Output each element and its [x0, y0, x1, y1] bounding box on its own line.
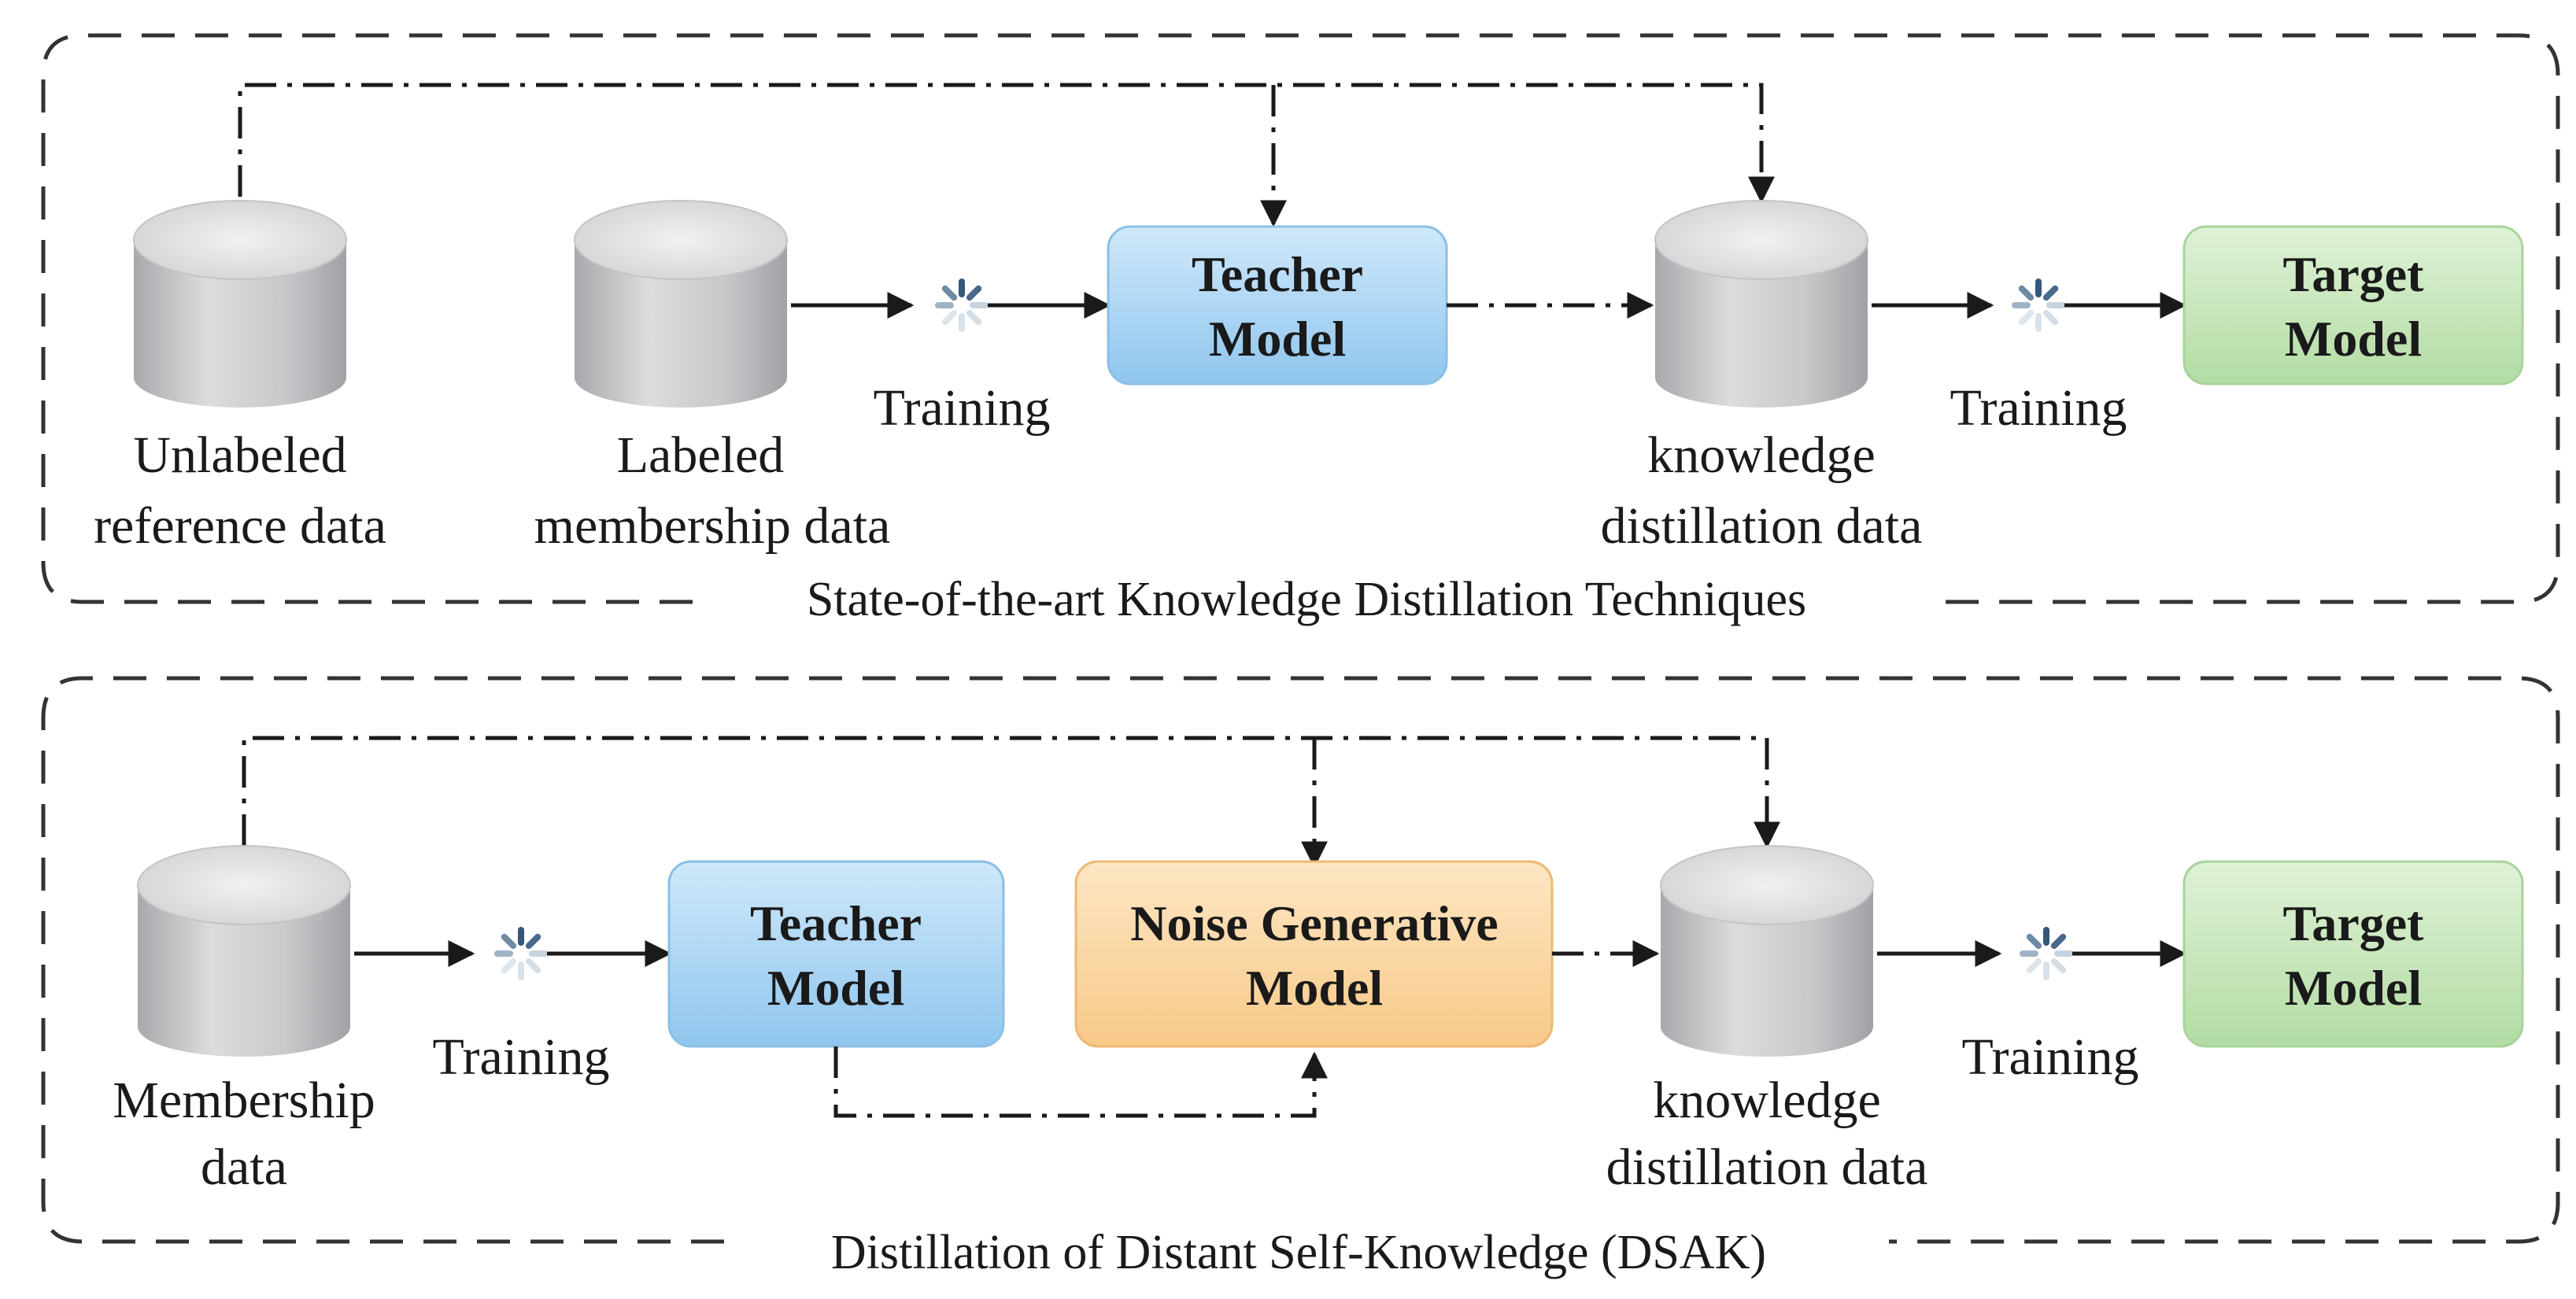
bottom-spinner-icon-2 [2020, 927, 2073, 980]
spinner-segment [2042, 309, 2059, 326]
bottom-teacher-to-noise-line [833, 1046, 1328, 1118]
top-kd-label-line2: distillation data [1601, 497, 1923, 555]
bottom-kd-label-line1: knowledge [1653, 1072, 1881, 1129]
noise-generative-model-box [1074, 860, 1554, 1048]
labeled-label-line2: membership data [534, 497, 891, 555]
labeled-label-line1: Labeled [617, 426, 785, 484]
spinner-segment [501, 958, 517, 974]
spinner-segment [966, 309, 982, 326]
top-training-label-1: Training [874, 379, 1051, 437]
top-panel-caption: State-of-the-art Knowledge Distillation … [807, 573, 1806, 626]
spinner-segment [2050, 933, 2067, 950]
unlabeled-reference-data-cylinder [133, 200, 347, 408]
membership-label-line1: Membership [113, 1072, 375, 1129]
top-target-label-line1: Target [2283, 246, 2425, 302]
top-panel-border [41, 33, 2560, 604]
bottom-teacher-label-line2: Model [767, 960, 904, 1016]
spinner-segment [2026, 958, 2042, 974]
top-training-label-2: Training [1950, 379, 2127, 437]
bottom-training-label-1: Training [433, 1028, 610, 1086]
top-spinner-icon-1 [935, 279, 989, 332]
spinner-segment [2042, 285, 2059, 301]
labeled-membership-data-cylinder [574, 200, 788, 408]
top-panel: State-of-the-art Knowledge Distillation … [41, 33, 2560, 626]
top-target-model-box [2182, 225, 2524, 386]
bottom-panel-border [41, 676, 2560, 1244]
top-reference-feedback-line [238, 83, 1775, 204]
membership-data-cylinder [137, 845, 351, 1057]
bottom-membership-feedback-line [242, 736, 1780, 849]
bottom-knowledge-distillation-cylinder [1660, 845, 1874, 1057]
spinner-segment [966, 285, 982, 301]
spinner-segment [525, 933, 541, 950]
top-teacher-label-line2: Model [1209, 311, 1346, 367]
bottom-teacher-model-box [667, 860, 1005, 1048]
unlabeled-label-line1: Unlabeled [133, 426, 346, 484]
membership-label-line2: data [201, 1138, 287, 1196]
top-teacher-label-line1: Teacher [1192, 246, 1363, 302]
bottom-teacher-label-line1: Teacher [750, 895, 922, 951]
spinner-segment [2026, 933, 2042, 950]
noise-label-line2: Model [1246, 960, 1383, 1016]
spinner-segment [941, 309, 958, 326]
bottom-panel-caption: Distillation of Distant Self-Knowledge (… [831, 1226, 1766, 1279]
spinner-segment [941, 285, 958, 301]
bottom-target-model-box [2182, 860, 2524, 1048]
unlabeled-label-line2: reference data [94, 497, 386, 555]
top-kd-label-line1: knowledge [1647, 426, 1876, 484]
bottom-target-label-line1: Target [2283, 895, 2425, 951]
bottom-panel: Distillation of Distant Self-Knowledge (… [41, 676, 2560, 1279]
spinner-segment [2018, 285, 2035, 301]
bottom-spinner-icon-1 [494, 927, 548, 980]
spinner-segment [2018, 309, 2035, 326]
spinner-segment [501, 933, 517, 950]
noise-label-line1: Noise Generative [1130, 895, 1498, 951]
top-knowledge-distillation-cylinder [1654, 200, 1868, 408]
spinner-segment [2050, 958, 2067, 974]
bottom-kd-label-line2: distillation data [1606, 1138, 1928, 1196]
top-target-label-line2: Model [2285, 311, 2422, 367]
bottom-training-label-2: Training [1962, 1028, 2139, 1086]
top-spinner-icon-2 [2012, 279, 2065, 332]
bottom-target-label-line2: Model [2285, 960, 2422, 1016]
spinner-segment [525, 958, 541, 974]
